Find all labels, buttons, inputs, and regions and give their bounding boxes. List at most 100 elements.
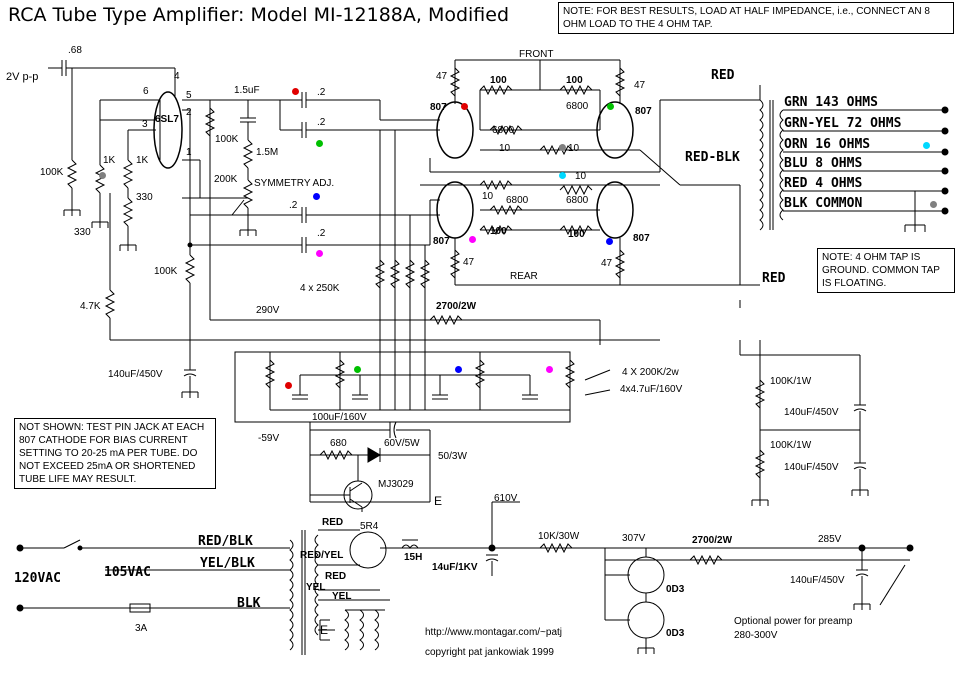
tube-807-1: 807 [430,102,447,113]
dot-magenta-1 [316,250,323,257]
bias-pots: 4 X 200K/2w [622,367,679,378]
r-6800-4: 6800 [566,195,589,206]
bias-transistor: MJ3029 [378,479,414,490]
r-47-3: 47 [463,257,475,268]
pin-5: 5 [186,90,192,101]
r-grid-bottom: 330 [74,227,91,238]
r-47-1: 47 [436,71,448,82]
tube-807-4: 807 [633,233,650,244]
pin-4: 4 [174,71,180,82]
cap-02-4: .2 [317,228,326,239]
tube-807-2: 807 [635,106,652,117]
r-10-3: 10 [575,171,587,182]
dot-grey-2 [559,144,566,151]
pin-3: 3 [142,119,148,130]
dot-blue-1 [313,193,320,200]
sec-yel2: YEL [332,591,352,602]
cap-02-3: .2 [289,200,298,211]
dot-blue-2 [606,238,613,245]
reg-0d3-2: 0D3 [666,628,685,639]
r-cath2: 1K [136,155,149,166]
pin-1: 1 [186,147,192,158]
r-4-7k: 4.7K [80,301,101,312]
bias-r-50: 50/3W [438,451,467,462]
sec-yel: YEL [306,582,326,593]
dot-grey-1 [99,172,106,179]
optional-power: Optional power for preamp [734,616,853,627]
mains-120: 120VAC [14,571,61,586]
v-307: 307V [622,533,646,544]
r-plate: 100K [215,134,239,145]
bias-cap-100: 100uF/160V [312,412,367,423]
r-100k-1w-2: 100K/1W [770,440,812,451]
dot-magenta-3 [546,366,553,373]
r-100-3: 100 [490,226,507,237]
dot-cyan-1 [559,172,566,179]
dot-green-1 [316,140,323,147]
r-grid-label: 100K [40,167,64,178]
r-2700-output: 2700/2W [436,301,477,312]
v-610: 610V [494,493,518,504]
footer-copyright: copyright pat jankowiak 1999 [425,647,554,658]
dot-red-3 [285,382,292,389]
r-100-4: 100 [568,229,585,240]
r-10-4: 10 [482,191,494,202]
dot-cyan-2 [923,142,930,149]
sec-red: RED [322,517,344,528]
input-level: 2V p-p [6,71,39,83]
note-top-right: NOTE: FOR BEST RESULTS, LOAD AT HALF IMP… [558,2,954,34]
tube-807-3: 807 [433,236,450,247]
bias-zener: 60V/5W [384,438,420,449]
mains-yel-blk: YEL/BLK [200,556,255,571]
bias-caps: 4x4.7uF/160V [620,384,683,395]
note-not-shown: NOT SHOWN: TEST PIN JACK AT EACH 807 CAT… [14,418,216,489]
xfmr-red: RED [711,68,735,83]
r-100-2: 100 [566,75,583,86]
b-plus-290: 290V [256,305,280,316]
reg-0d3-1: 0D3 [666,584,685,595]
rect-5r4: 5R4 [360,521,379,532]
cap-02-1: .2 [317,87,326,98]
sec-e: E [320,623,329,637]
tap-6: BLK COMMON [784,196,863,211]
r-10-1: 10 [499,143,511,154]
v-285: 285V [818,534,842,545]
cap-filter-preamp: 140uF/450V [108,369,163,380]
pin-2: 2 [186,107,192,118]
bias-e: E [434,494,443,508]
preamp-tube: 6SL7 [155,114,179,125]
r-100k-low: 100K [154,266,178,277]
mains-blk: BLK [237,596,261,611]
r-cath1: 1K [103,155,116,166]
c-140-1: 140uF/450V [784,407,839,418]
xfmr-red2: RED [762,271,786,286]
dot-red-1 [292,88,299,95]
tap-1: GRN 143 OHMS [784,95,878,110]
cap-main: 14uF/1KV [432,562,478,573]
r-cath3: 330 [136,192,153,203]
dot-grey-3 [930,201,937,208]
front-label: FRONT [519,49,554,60]
r-100k-1w-1: 100K/1W [770,376,812,387]
r-100-1: 100 [490,75,507,86]
footer-url: http://www.montagar.com/~patj [425,627,563,638]
r-10-2: 10 [568,143,580,154]
cap-285: 140uF/450V [790,575,845,586]
xfmr-red-blk: RED-BLK [685,150,740,165]
r-1-5m: 1.5M [256,147,279,158]
c-couple: 1.5uF [234,85,260,96]
input-cap: .68 [68,45,82,56]
dot-magenta-2 [469,236,476,243]
r-10k: 10K/30W [538,531,580,542]
mains-red-blk: RED/BLK [198,534,253,549]
rear-label: REAR [510,271,538,282]
sec-red2: RED [325,571,347,582]
pin-6: 6 [143,86,149,97]
c-140-2: 140uF/450V [784,462,839,473]
r-200k: 200K [214,174,238,185]
sec-red-yel: RED/YEL [300,550,344,561]
cap-02-2: .2 [317,117,326,128]
page-title: RCA Tube Type Amplifier: Model MI-12188A… [8,4,510,26]
choke-15h: 15H [404,552,423,563]
